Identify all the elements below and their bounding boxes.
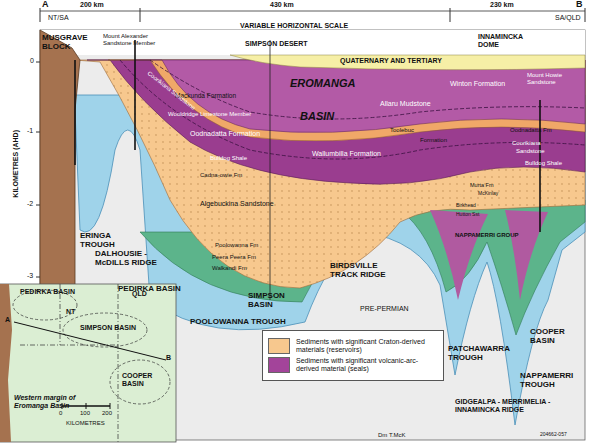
section-label: NT [66,308,75,316]
legend-text: Sediments with significant Craton-derive… [296,338,438,354]
section-label: BASIN [300,110,334,122]
section-label: Mount Howie Sandstone [527,72,571,85]
section-label: Sandstone [516,148,545,155]
section-label: KILOMETRES (AHD) [12,130,20,198]
section-label: SIMPSON BASIN [248,292,304,310]
section-label: Wooldridge Limestone Member [168,111,251,118]
section-label: 200 km [80,1,104,9]
section-label: Formation [420,137,447,144]
section-label: 0 [30,57,34,65]
section-label: A [5,316,10,324]
section-label: Wallumbilla Formation [312,150,381,158]
section-label: PRE-PERMIAN [360,305,409,313]
section-label: B [166,354,171,362]
legend-swatch [268,357,290,373]
section-label: Walkandi Fm [212,265,247,272]
section-label: Bulldog Shale [210,155,247,162]
section-label: Coorikiana [512,140,541,147]
section-label: A [42,0,49,10]
section-label: Murta Fm [470,182,494,188]
section-label: Birkhead [456,203,476,209]
section-label: GIDGEALPA - MERRIMELIA - INNAMINCKA RIDG… [455,398,551,413]
section-label: PEDIRKA BASIN [118,285,181,294]
section-label: McKinlay [478,191,498,197]
section-label: Hutton Sst [456,212,479,218]
section-label: Bulldog Shale [525,160,562,167]
section-label: Poolowanna Fm [215,242,258,249]
section-label: -1 [27,127,33,135]
section-label: SA/QLD [555,14,581,22]
section-label: 204662-057 [540,432,567,438]
section-label: SIMPSON BASIN [80,324,136,332]
legend-text: Sediments with significant volcanic-arc-… [296,357,438,373]
section-label: VARIABLE HORIZONTAL SCALE [240,22,348,30]
legend-swatch [268,338,290,354]
section-label: 430 km [270,1,294,9]
section-label: 0 [59,410,62,417]
section-label: BIRDSVILLE TRACK RIDGE [330,262,400,280]
section-label: -3 [27,272,33,280]
section-label: 200 [102,410,112,417]
legend-row: Sediments with significant volcanic-arc-… [268,357,438,373]
section-label: Peera Peera Fm [212,254,256,261]
section-label: Oodnadatta Formation [190,130,260,138]
section-label: -2 [27,200,33,208]
section-label: MUSGRAVE BLOCK [42,34,104,52]
section-label: Toolebuc [390,127,414,134]
section-label: PEDIRKA BASIN [20,288,75,296]
section-label: Western margin of Eromanga Basin [14,394,96,409]
section-label: NAPPAMERRI GROUP [455,232,519,239]
section-label: Dm T.McK [378,432,406,439]
section-label: QLD [132,290,147,298]
section-label: INNAMINCKA DOME [478,33,538,48]
section-label: Cadna-owie Fm [200,172,242,179]
legend-row: Sediments with significant Craton-derive… [268,338,438,354]
section-label: Algebuckina Sandstone [200,200,274,208]
section-label: PATCHAWARRA TROUGH [448,345,520,363]
section-label: QUATERNARY AND TERTIARY [340,57,442,65]
section-label: Mount Alexander Sandstone Member [103,33,175,46]
section-label: COOPER BASIN [530,328,580,346]
section-label: 100 [80,410,90,417]
section-label: KILOMETRES [66,420,105,427]
section-label: EROMANGA [290,77,355,89]
section-label: NT/SA [48,14,69,22]
section-label: ERINGA TROUGH [80,232,138,250]
section-label: B [576,0,583,10]
section-label: Allaru Mudstone [380,100,431,108]
section-label: SIMPSON DESERT [245,40,308,48]
section-label: DALHOUSIE - McDILLS RIDGE [95,250,175,268]
legend-box: Sediments with significant Craton-derive… [262,330,444,381]
section-label: Oodnadatta Fm [510,127,552,134]
section-label: NAPPAMERRI TROUGH [520,372,576,390]
section-label: 230 km [490,1,514,9]
section-label: POOLOWANNA TROUGH [190,318,286,327]
section-label: Winton Formation [450,80,505,88]
section-label: COOPER BASIN [122,372,162,387]
